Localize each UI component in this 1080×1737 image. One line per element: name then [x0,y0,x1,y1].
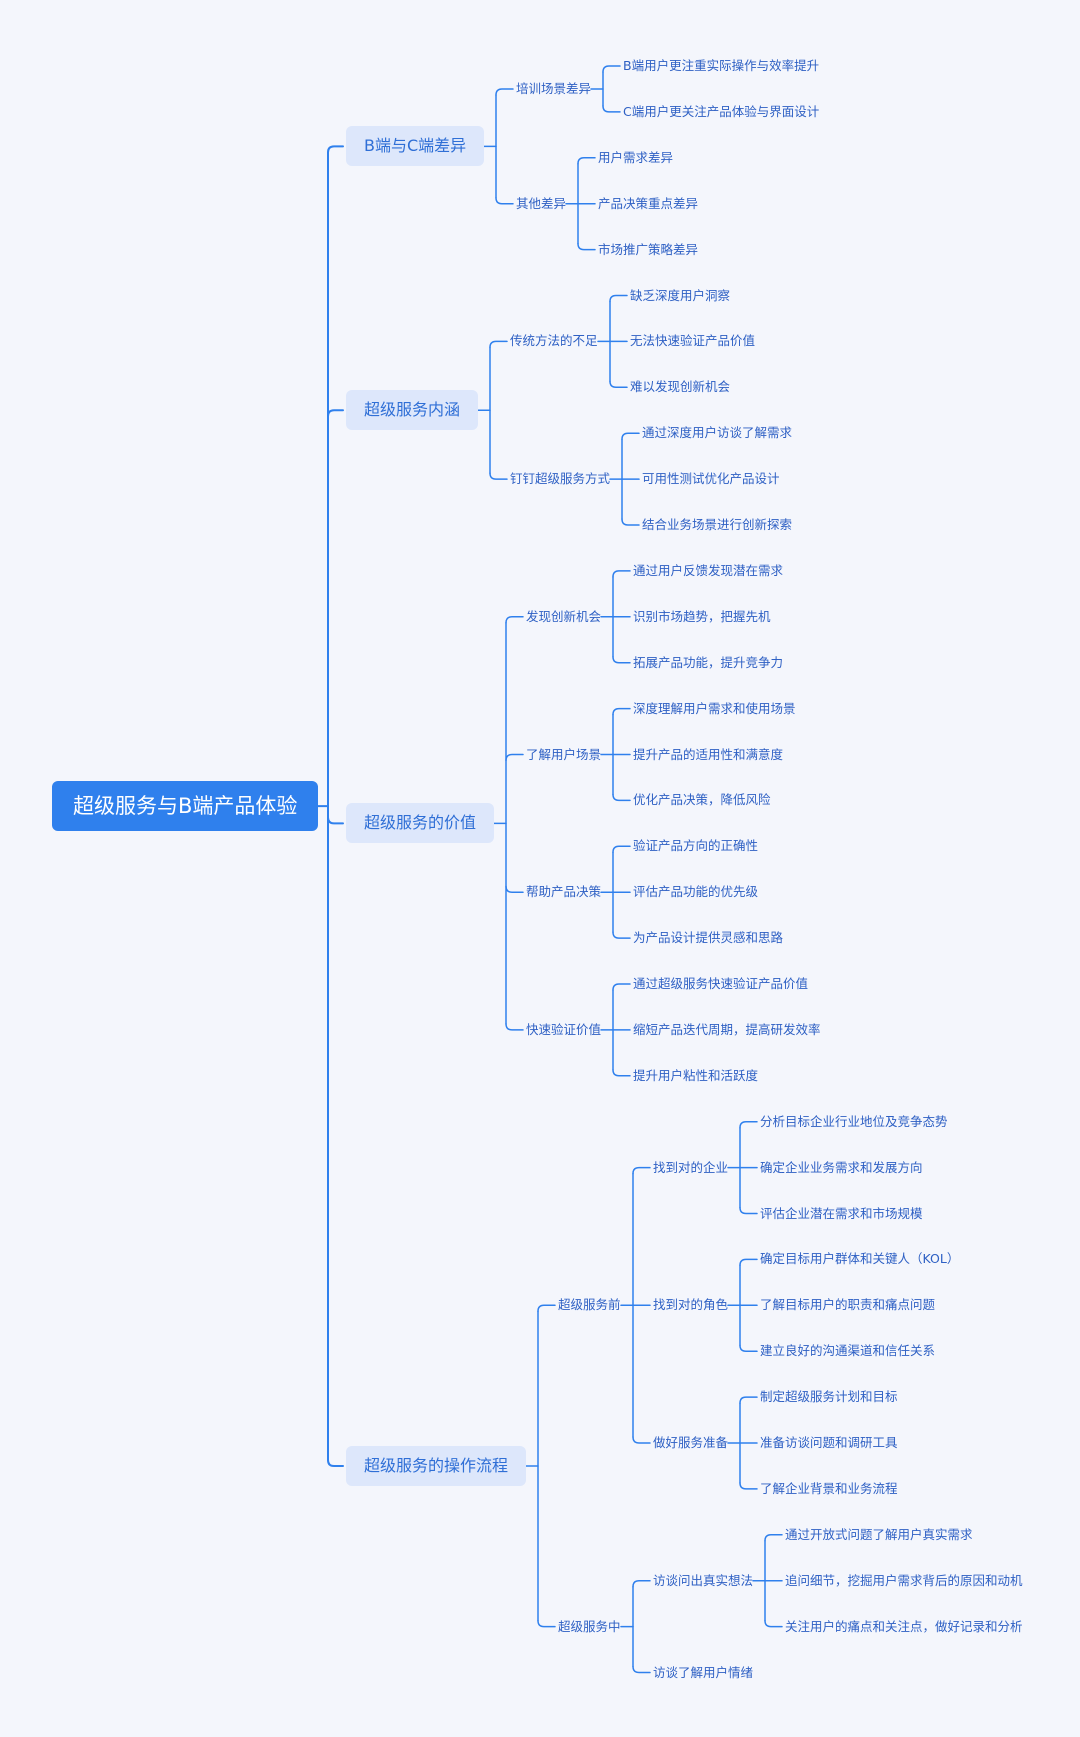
detail[interactable]: 评估产品功能的优先级 [633,884,759,900]
detail[interactable]: 拓展产品功能，提升竞争力 [633,654,784,670]
detail[interactable]: 找到对的角色 [653,1297,729,1313]
detail[interactable]: 无法快速验证产品价值 [630,333,756,349]
connector-line [739,1120,758,1129]
detail[interactable]: 验证产品方向的正确性 [633,838,759,854]
detail[interactable]: 通过开放式问题了解用户真实需求 [785,1526,973,1542]
connector-line [609,294,628,303]
subtopic[interactable]: 培训场景差异 [516,80,592,96]
detail[interactable]: 了解企业背景和业务流程 [760,1480,898,1496]
detail[interactable]: 通过用户反馈发现潜在需求 [633,562,784,578]
connector-line [577,157,596,165]
connector-line [505,616,524,624]
main-topic[interactable]: 超级服务的操作流程 [346,1445,527,1486]
connector-line [577,242,596,251]
subtopic[interactable]: 超级服务中 [558,1618,621,1634]
connector-line [612,931,631,939]
detail[interactable]: 关注用户的痛点和关注点，做好记录和分析 [785,1618,1023,1634]
detail[interactable]: 了解目标用户的职责和痛点问题 [760,1297,936,1313]
subtopic[interactable]: 了解用户场景 [526,746,602,762]
connector-line [327,145,344,154]
detail[interactable]: 准备访谈问题和调研工具 [760,1435,898,1450]
connector-line [632,1436,651,1444]
connector-line [505,753,524,762]
connector-line [764,1619,783,1628]
detail[interactable]: 确定目标用户群体和关键人（KOL） [760,1251,960,1267]
detail[interactable]: C端用户更关注产品体验与界面设计 [623,103,820,119]
detail[interactable]: 建立良好的沟通渠道和信任关系 [760,1343,936,1359]
detail[interactable]: 制定超级服务计划和目标 [760,1389,898,1405]
connector-line [612,707,631,716]
main-topic[interactable]: 超级服务内涵 [346,390,479,431]
detail[interactable]: 提升产品的适用性和满意度 [633,746,784,762]
connector-line [505,1023,524,1031]
connector-line [632,1166,651,1175]
detail[interactable]: B端用户更注重实际操作与效率提升 [623,58,820,73]
main-topic[interactable]: 超级服务的价值 [346,803,495,844]
connector-line [739,1206,758,1215]
subtopic[interactable]: 帮助产品决策 [526,884,602,900]
detail[interactable]: 用户需求差异 [598,149,674,165]
subtopic[interactable]: 钉钉超级服务方式 [510,471,611,487]
connector-line [602,105,621,113]
connector-line [537,1619,556,1628]
connector-line [495,88,514,96]
detail[interactable]: 访谈问出真实想法 [653,1572,754,1588]
detail[interactable]: 产品决策重点差异 [598,195,699,211]
subtopic[interactable]: 快速验证价值 [526,1021,602,1037]
connector-line [327,816,344,825]
connector-line [739,1344,758,1352]
detail[interactable]: 优化产品决策，降低风险 [633,792,771,808]
connector-line [632,1579,651,1588]
connector-line [612,793,631,802]
detail[interactable]: 深度理解用户需求和使用场景 [633,700,796,716]
connector-line [739,1258,758,1267]
detail[interactable]: 缩短产品迭代周期，提高研发效率 [633,1021,821,1037]
connector-line [612,570,631,578]
connector-line [739,1482,758,1490]
connector-line [612,983,631,991]
detail[interactable]: 提升用户粘性和活跃度 [633,1067,759,1083]
connector-line [621,432,640,440]
connector-line [505,885,524,893]
detail[interactable]: 可用性测试优化产品设计 [642,471,780,487]
connector-line [537,1304,556,1313]
main-topic[interactable]: B端与C端差异 [346,126,485,167]
detail[interactable]: 缺乏深度用户洞察 [630,287,731,303]
connector-line [612,655,631,664]
connector-line [621,518,640,526]
connector-line [609,380,628,389]
connector-line [489,340,508,349]
subtopic[interactable]: 发现创新机会 [526,608,602,624]
detail[interactable]: 确定企业业务需求和发展方向 [760,1159,923,1175]
detail[interactable]: 结合业务场景进行创新探索 [642,517,793,532]
connector-line [327,409,344,418]
detail[interactable]: 评估企业潜在需求和市场规模 [760,1205,923,1221]
connector-line [632,1665,651,1674]
detail[interactable]: 分析目标企业行业地位及竞争态势 [760,1113,948,1129]
connector-line [612,1069,631,1077]
detail[interactable]: 识别市场趋势，把握先机 [633,608,771,624]
connector-line [739,1396,758,1404]
detail[interactable]: 做好服务准备 [653,1435,729,1450]
subtopic[interactable]: 传统方法的不足 [510,333,598,349]
root-topic[interactable]: 超级服务与B端产品体验 [52,781,319,832]
connector-line [327,1458,344,1467]
detail[interactable]: 追问细节，挖掘用户需求背后的原因和动机 [785,1572,1023,1588]
connector-line [602,65,621,73]
connector-line [764,1534,783,1542]
detail[interactable]: 找到对的企业 [653,1159,729,1175]
connector-line [489,472,508,480]
connector-line [495,196,514,205]
detail[interactable]: 为产品设计提供灵感和思路 [633,930,784,946]
detail[interactable]: 通过深度用户访谈了解需求 [642,425,793,441]
subtopic[interactable]: 其他差异 [516,195,567,211]
detail[interactable]: 通过超级服务快速验证产品价值 [633,976,809,991]
connector-line [612,845,631,854]
detail[interactable]: 难以发现创新机会 [630,379,731,395]
detail[interactable]: 市场推广策略差异 [598,241,699,257]
subtopic[interactable]: 超级服务前 [558,1297,621,1313]
detail[interactable]: 访谈了解用户情绪 [653,1664,754,1680]
